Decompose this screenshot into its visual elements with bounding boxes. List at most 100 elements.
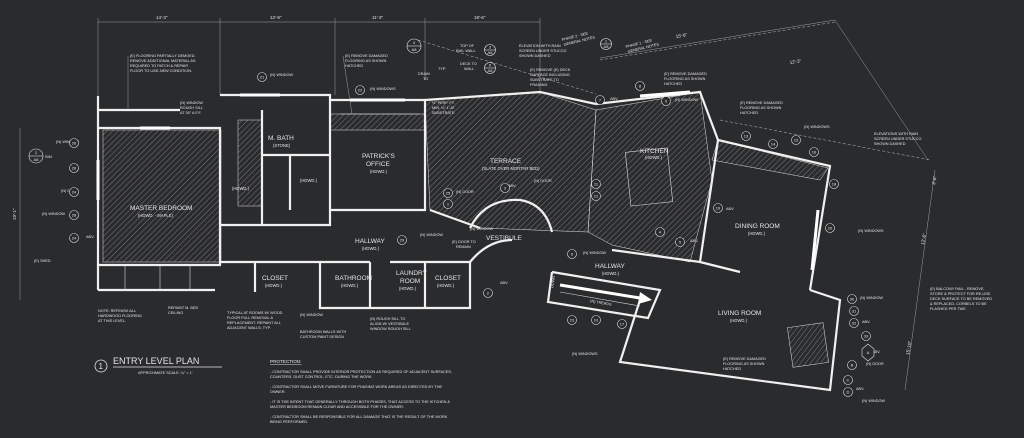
svg-text:REMOVE ADDITIONAL MATERIAL AS: REMOVE ADDITIONAL MATERIAL AS xyxy=(130,59,196,63)
title-number-circle xyxy=(94,359,108,373)
room-laundry-sub: (HDWD.) xyxy=(399,286,417,291)
label-windows-4: (N) WINDOWS xyxy=(572,352,598,356)
svg-text:22: 22 xyxy=(358,88,363,93)
svg-text:FLOOR TO LIKE-NEW CONDITION.: FLOOR TO LIKE-NEW CONDITION. xyxy=(130,69,192,73)
svg-text:13: 13 xyxy=(744,134,749,139)
label-door-3: (N) DOOR xyxy=(534,179,552,183)
svg-text:SCREEN UNDER STUCCO: SCREEN UNDER STUCCO xyxy=(519,49,567,53)
callout-labels: (N) WINDOW ABV. (N) DOOR (N) WINDOW ABV.… xyxy=(34,67,885,403)
svg-text:TO: TO xyxy=(423,77,428,81)
tag-circle xyxy=(791,135,801,145)
room-terrace: TERRACE xyxy=(490,158,522,165)
room-kitchen: KITCHEN xyxy=(640,148,669,155)
svg-text:(N) WINDOW: (N) WINDOW xyxy=(180,101,203,105)
dim-right-b: 12'-6" xyxy=(920,233,927,246)
svg-text:HATCHED: HATCHED xyxy=(723,367,741,371)
dim-top-1: 14'-3" xyxy=(156,15,168,20)
svg-text:(N) ROUGH SILL TO: (N) ROUGH SILL TO xyxy=(370,317,405,321)
room-laundry-line1: LAUNDRY xyxy=(396,270,428,277)
room-living-sub: (HDWD.) xyxy=(730,318,748,323)
svg-text:SURFACE INCLUDING: SURFACE INCLUDING xyxy=(530,73,570,77)
tag-circle xyxy=(741,131,751,141)
svg-text:6: 6 xyxy=(571,252,574,257)
svg-text:A8: A8 xyxy=(488,50,494,55)
tag-circle xyxy=(69,187,79,197)
label-down: DOWN xyxy=(550,275,556,288)
section-markers: 2 A8 4 A8 3 A8 6 A8 1 A8 xyxy=(28,38,612,164)
svg-text:A8: A8 xyxy=(604,44,610,49)
room-hallway-2-sub: (HDWD.) xyxy=(602,271,620,276)
svg-text:12: 12 xyxy=(594,194,599,199)
svg-text:- CONTRACTOR SHALL PROVIDE INT: - CONTRACTOR SHALL PROVIDE INTERIOR PROT… xyxy=(270,370,452,374)
tag-circle xyxy=(69,163,79,173)
svg-text:24: 24 xyxy=(72,190,77,195)
svg-text:(E) FLOORING PARTIALLY DEMOED.: (E) FLOORING PARTIALLY DEMOED. xyxy=(130,54,196,58)
svg-text:A: A xyxy=(867,350,870,355)
svg-text:9: 9 xyxy=(665,99,668,104)
svg-text:26: 26 xyxy=(72,166,77,171)
svg-text:3: 3 xyxy=(504,186,507,191)
svg-text:11: 11 xyxy=(594,182,599,187)
window-marks xyxy=(96,90,820,271)
label-window-4: (N) WINDOW xyxy=(420,233,443,237)
room-office-line2: OFFICE xyxy=(366,161,390,168)
label-window-2: (N) WINDOW xyxy=(42,212,65,216)
dim-left: 19'-1" xyxy=(12,208,17,220)
label-windows-2: (N) WINDOWS xyxy=(804,125,830,129)
svg-text:C: C xyxy=(847,378,850,383)
svg-text:REQUIRED TO PATCH & REPAIR: REQUIRED TO PATCH & REPAIR xyxy=(130,64,188,68)
svg-text:REPLACEMENT. REPAINT ALL: REPLACEMENT. REPAINT ALL xyxy=(227,321,281,325)
svg-text:16: 16 xyxy=(812,150,817,155)
general-notes: (E) FLOORING PARTIALLY DEMOED. REMOVE AD… xyxy=(98,31,992,371)
tag-circle xyxy=(713,203,723,213)
tag-circle xyxy=(809,147,819,157)
label-door-to-remain-1: (E) DOOR TO xyxy=(452,240,476,244)
room-master-bedroom-sub: (HDWD. - MAPLE) xyxy=(138,213,174,218)
svg-text:HATCHED: HATCHED xyxy=(345,64,363,68)
dim-top-4: 19'-6" xyxy=(474,15,486,20)
label-abv-5: ABV. xyxy=(726,207,734,211)
top-dimension-lines xyxy=(19,18,936,391)
svg-text:31: 31 xyxy=(852,309,857,314)
hatch-office-strip xyxy=(329,113,426,131)
tag-circle xyxy=(843,387,853,397)
label-window-3: (N) WINDOW xyxy=(270,73,293,77)
tag-circle xyxy=(595,95,605,105)
svg-text:RAIL WALL: RAIL WALL xyxy=(456,49,476,53)
svg-text:GENERAL NOTES: GENERAL NOTES xyxy=(563,35,596,47)
tag-circle xyxy=(257,72,267,82)
tag-circle xyxy=(500,183,510,193)
room-dining: DINING ROOM xyxy=(735,223,780,230)
svg-text:MASTER BEDROOM REMAIN CLEAR AN: MASTER BEDROOM REMAIN CLEAR AND ACCESSIB… xyxy=(270,405,404,409)
svg-text:AT THIS LEVEL.: AT THIS LEVEL. xyxy=(98,319,126,323)
label-window-6: (N) WINDOW xyxy=(583,251,606,255)
svg-text:SUBSTRATE TO: SUBSTRATE TO xyxy=(530,78,559,82)
room-dining-sub: (HDWD.) xyxy=(748,231,766,236)
svg-text:FLOOR FULL REMOVAL &: FLOOR FULL REMOVAL & xyxy=(227,316,274,320)
svg-text:25: 25 xyxy=(446,191,451,196)
svg-text:32: 32 xyxy=(852,321,857,326)
label-sim: SIM. xyxy=(45,155,53,159)
room-laundry-line2: ROOM xyxy=(400,278,420,285)
label-abv-9: ABV. xyxy=(856,387,864,391)
hatched-demolition-areas xyxy=(102,91,829,368)
room-closet-1: CLOSET xyxy=(262,275,288,282)
svg-text:½" PERF. FT.: ½" PERF. FT. xyxy=(432,101,455,105)
room-living: LIVING ROOM xyxy=(718,310,761,317)
svg-text:FLOORING AS SHOWN: FLOORING AS SHOWN xyxy=(664,77,706,81)
room-office-line1: PATRICK'S xyxy=(362,153,395,160)
svg-text:FLASHED PER TWE.: FLASHED PER TWE. xyxy=(930,307,967,311)
room-labels: MASTER BEDROOM (HDWD. - MAPLE) M. BATH (… xyxy=(130,135,780,323)
tag-circle xyxy=(661,96,671,106)
svg-text:1: 1 xyxy=(605,39,608,44)
svg-text:ELEVATION WITH RAIN: ELEVATION WITH RAIN xyxy=(519,44,561,48)
title-scale: APPROXIMATE SCALE: ¼" = 1' xyxy=(138,371,193,375)
dashed-elevation-lines xyxy=(417,21,931,161)
tag-circle xyxy=(847,294,857,304)
tag-circle xyxy=(591,191,601,201)
tag-circle xyxy=(355,85,365,95)
svg-text:18: 18 xyxy=(832,182,837,187)
tag-circle xyxy=(591,315,601,325)
label-abv-4: ABV. xyxy=(610,97,618,101)
